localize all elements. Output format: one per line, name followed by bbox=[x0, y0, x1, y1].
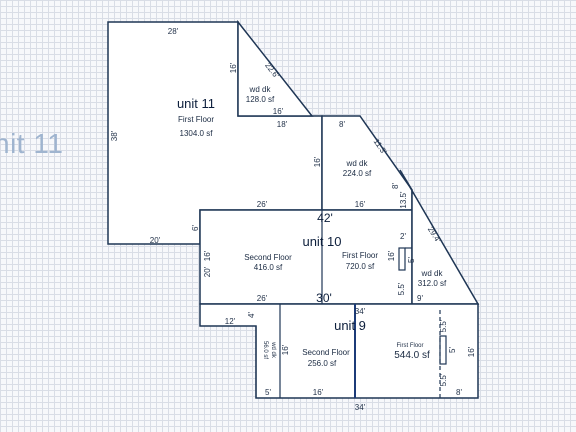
dim-unit9-top-left: 12' bbox=[225, 317, 236, 326]
unit9-second-area: 256.0 sf bbox=[308, 359, 337, 368]
deck224-area: 224.0 sf bbox=[343, 169, 372, 178]
unit10-outline bbox=[199, 209, 413, 305]
dim-unit9-right-side: 5' bbox=[448, 347, 457, 353]
dim-deck224-top: 8' bbox=[339, 120, 345, 129]
unit10-second-label: Second Floor bbox=[244, 253, 292, 262]
dim-deck224-left: 16' bbox=[313, 156, 322, 167]
dim-deck224-right-small: 8' bbox=[391, 183, 400, 189]
dim-unit10-left-inner: 16' bbox=[203, 250, 212, 261]
dim-unit10-notch-side: 5' bbox=[407, 257, 416, 263]
dim-unit10-notch-top: 2' bbox=[400, 232, 406, 241]
deck224-label: wd dk bbox=[346, 159, 369, 168]
unit11-deck-area: 128.0 sf bbox=[246, 95, 275, 104]
dim-unit10-bottom-label: 26' bbox=[257, 294, 268, 303]
dim-deck224-right-tall: 13.5' bbox=[399, 191, 408, 209]
dim-unit9-right-low: 5.5' bbox=[439, 373, 448, 386]
unit11-deck-label: wd dk bbox=[249, 85, 272, 94]
unit10-deck-label: wd dk bbox=[421, 269, 444, 278]
dim-unit10-width: 42' bbox=[317, 211, 333, 225]
dim-unit11-bottom: 20' bbox=[150, 236, 161, 245]
unit9-stair-sub: wd dk bbox=[270, 341, 276, 359]
unit10-second-area: 416.0 sf bbox=[254, 263, 283, 272]
unit9-stair-area: 56.0 sf bbox=[262, 341, 268, 359]
unit10-first-area: 720.0 sf bbox=[346, 262, 375, 271]
dim-unit9-bottom-left: 5' bbox=[265, 388, 271, 397]
dim-unit10-left: 20' bbox=[203, 266, 212, 277]
unit10-deck-area: 312.0 sf bbox=[418, 279, 447, 288]
unit9-notch bbox=[439, 335, 447, 365]
dim-unit11-top: 28' bbox=[168, 27, 179, 36]
unit10-title: unit 10 bbox=[302, 234, 341, 249]
dim-unit10-bottom-width: 30' bbox=[316, 291, 332, 305]
unit9-first-label: First Floor bbox=[397, 343, 424, 349]
unit9-title: unit 9 bbox=[334, 318, 366, 333]
side-unit-label: nit 11 bbox=[0, 128, 64, 159]
unit11-title: unit 11 bbox=[177, 96, 215, 111]
unit10-first-label: First Floor bbox=[342, 251, 378, 260]
dim-unit10-top-right: 16' bbox=[355, 200, 366, 209]
dim-unit9-right-small: 5.5' bbox=[439, 319, 448, 332]
dim-unit9-bottom-mid: 16' bbox=[313, 388, 324, 397]
unit11-room-area: 1304.0 sf bbox=[180, 129, 214, 138]
dim-unit11-deck-bottom: 16' bbox=[273, 107, 284, 116]
dim-unit10-right-inner: 16' bbox=[387, 250, 396, 261]
dim-unit9-bottom: 34' bbox=[355, 403, 366, 412]
dim-unit11-step: 18' bbox=[277, 120, 288, 129]
unit11-deck bbox=[237, 19, 314, 117]
dim-unit11-small: 6' bbox=[191, 225, 200, 231]
dim-unit10-top: 26' bbox=[257, 200, 268, 209]
dim-unit11-deck-left: 16' bbox=[229, 62, 238, 73]
unit9-first-area: 544.0 sf bbox=[394, 350, 430, 361]
dim-unit9-left-inner: 16' bbox=[281, 344, 290, 355]
dim-unit9-step: 4' bbox=[247, 312, 256, 318]
dim-unit9-top: 34' bbox=[355, 307, 366, 316]
dim-unit9-bottom-right: 8' bbox=[456, 388, 462, 397]
dim-unit10-notch-small: 5.5' bbox=[397, 282, 406, 295]
dim-unit11-left: 38' bbox=[110, 130, 119, 141]
unit11-room-label: First Floor bbox=[178, 115, 214, 124]
dim-unit10-deck-bottom: 9' bbox=[417, 294, 423, 303]
dim-unit9-right-tall: 16' bbox=[467, 346, 476, 357]
unit9-second-label: Second Floor bbox=[302, 348, 350, 357]
unit10-notch bbox=[398, 247, 406, 271]
